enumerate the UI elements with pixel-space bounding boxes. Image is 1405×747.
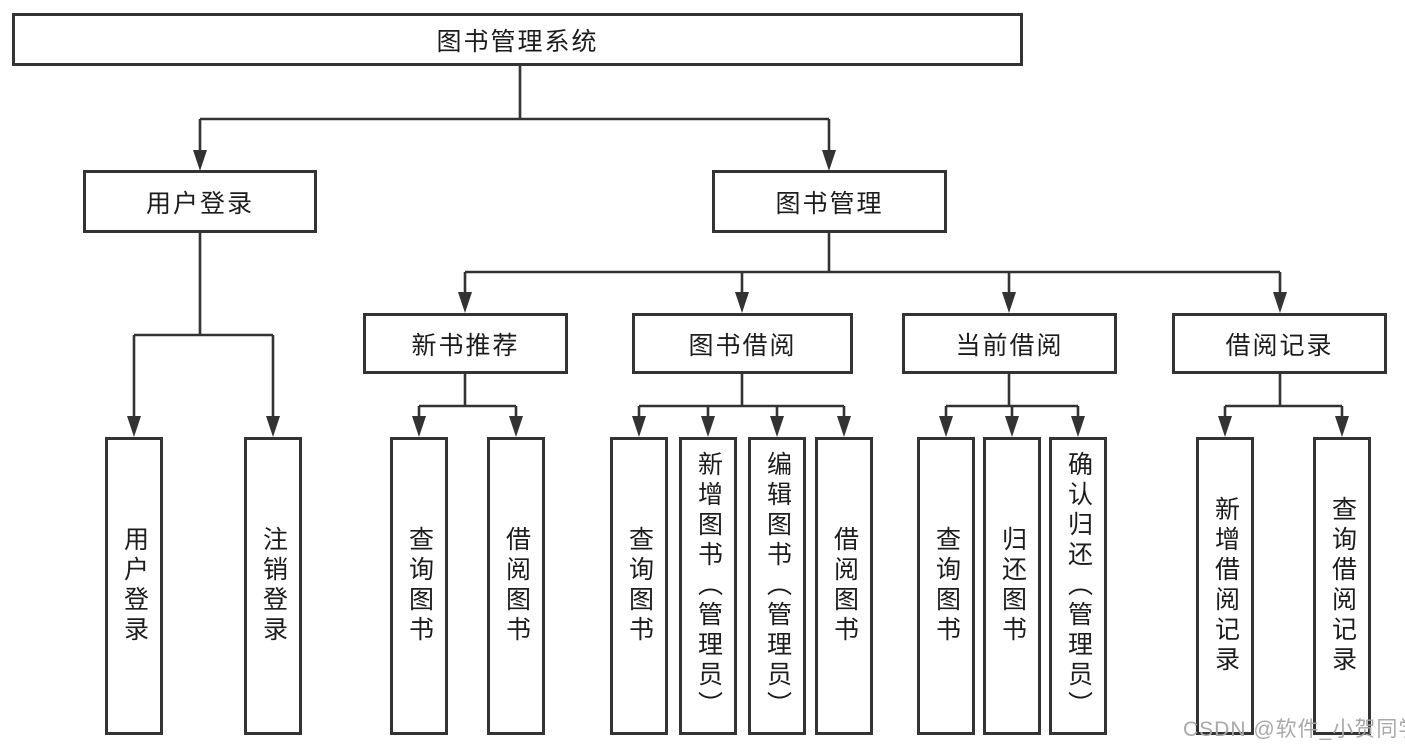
node-user-login: 用户登录 [83,170,317,233]
node-book-mgmt: 图书管理 [712,170,947,233]
node-root-label: 图书管理系统 [436,27,599,56]
arrowhead-borrow-borrow [837,416,851,437]
arrowhead-user-login [193,150,207,171]
node-new-book-rec: 新书推荐 [363,313,568,374]
leaf-current-confirm-return-label: 确认归还（管理员） [1064,451,1093,721]
arrowhead-borrow-add [701,416,715,437]
leaf-borrow-borrow-books-label: 借阅图书 [830,526,859,646]
node-borrow-records-label: 借阅记录 [1225,331,1334,360]
arrowhead-borrow-query [632,416,646,437]
leaf-current-return-books-label: 归还图书 [998,526,1027,646]
arrowhead-borrow-edit [770,416,784,437]
node-current-borrow: 当前借阅 [902,313,1117,374]
arrowhead-leaf-logout [266,416,280,437]
leaf-borrow-query-books: 查询图书 [610,437,668,735]
node-current-borrow-label: 当前借阅 [955,331,1064,360]
leaf-records-add: 新增借阅记录 [1196,437,1254,735]
leaf-current-query-books-label: 查询图书 [932,526,961,646]
node-book-borrow-label: 图书借阅 [688,331,797,360]
csdn-watermark: CSDN @软件_小贺同学 [1183,718,1405,741]
leaf-borrow-borrow-books: 借阅图书 [815,437,873,735]
arrowhead-rec-query [412,416,426,437]
node-book-borrow: 图书借阅 [632,313,853,374]
leaf-records-add-label: 新增借阅记录 [1211,496,1240,676]
connector-rec-to-leaves [417,374,518,418]
arrowhead-new-book-rec [458,292,472,313]
arrowhead-records-query [1335,416,1349,437]
leaf-borrow-edit-books-label: 编辑图书（管理员） [763,451,792,721]
arrowhead-current-query [939,416,953,437]
arrowhead-current-borrow [1002,292,1016,313]
connector-mgmt-to-level3 [463,233,1282,294]
leaf-borrow-add-books: 新增图书（管理员） [679,437,737,735]
leaf-rec-borrow-books: 借阅图书 [487,437,545,735]
node-root: 图书管理系统 [12,13,1023,66]
leaf-current-return-books: 归还图书 [983,437,1041,735]
leaf-rec-query-books-label: 查询图书 [405,526,434,646]
node-book-mgmt-label: 图书管理 [775,189,884,218]
arrowhead-leaf-login [127,416,141,437]
arrowhead-rec-borrow [509,416,523,437]
connector-current-to-leaves [944,374,1080,418]
arrowhead-book-borrow [735,292,749,313]
leaf-records-query-label: 查询借阅记录 [1328,496,1357,676]
leaf-current-confirm-return: 确认归还（管理员） [1049,437,1107,735]
leaf-borrow-query-books-label: 查询图书 [625,526,654,646]
leaf-rec-borrow-books-label: 借阅图书 [502,526,531,646]
node-borrow-records: 借阅记录 [1172,313,1387,374]
leaf-logout: 注销登录 [244,437,302,735]
connector-root-to-level2 [198,66,831,152]
leaf-current-query-books: 查询图书 [917,437,975,735]
arrowhead-book-mgmt [822,150,836,171]
node-user-login-label: 用户登录 [145,189,254,218]
arrowhead-current-confirm [1071,416,1085,437]
leaf-records-query: 查询借阅记录 [1313,437,1371,735]
leaf-borrow-edit-books: 编辑图书（管理员） [748,437,806,735]
leaf-borrow-add-books-label: 新增图书（管理员） [694,451,723,721]
leaf-rec-query-books: 查询图书 [390,437,448,735]
connector-borrow-to-leaves [637,374,846,418]
leaf-user-login-label: 用户登录 [120,526,149,646]
connector-records-to-leaves [1223,374,1344,418]
leaf-logout-label: 注销登录 [259,526,288,646]
leaf-user-login: 用户登录 [105,437,163,735]
node-new-book-rec-label: 新书推荐 [411,331,520,360]
connector-login-to-leaves [132,233,275,418]
arrowhead-records-add [1218,416,1232,437]
arrowhead-current-return [1005,416,1019,437]
arrowhead-borrow-records [1273,292,1287,313]
